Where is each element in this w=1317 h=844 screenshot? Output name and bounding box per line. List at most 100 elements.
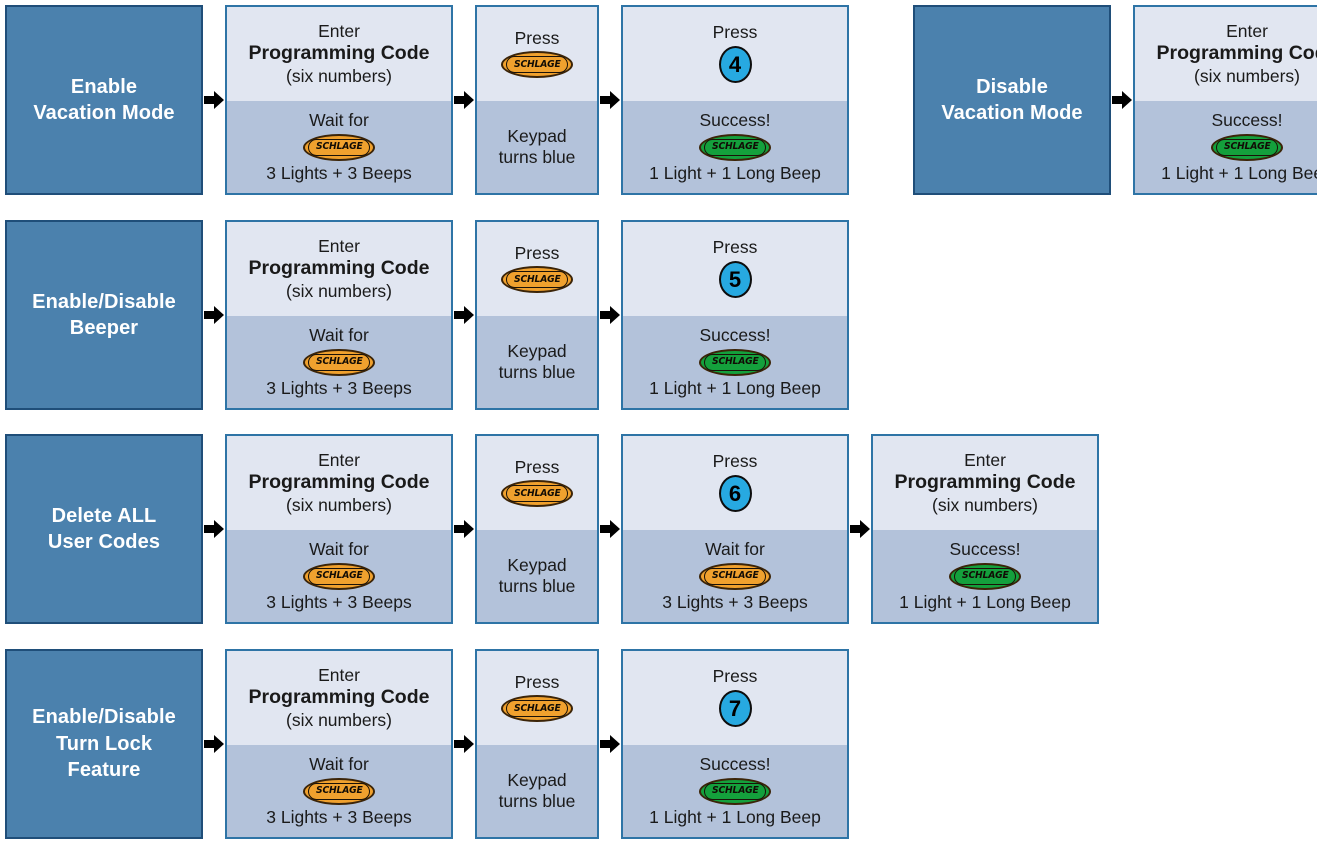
keypad-line-2: turns blue [498, 576, 576, 596]
press-label: Press [712, 450, 758, 471]
schlage-logo-icon: SCHLAGE [699, 777, 771, 805]
schlage-logo-icon: SCHLAGE [501, 266, 573, 294]
schlage-wordmark: SCHLAGE [711, 356, 759, 367]
flow-arrow-2-0 [203, 434, 225, 624]
title-box-label: Delete ALL User Codes [47, 504, 161, 553]
schlage-wordmark: SCHLAGE [513, 273, 561, 285]
bottom-result-label: 1 Light + 1 Long Beep [649, 377, 821, 398]
keypad-number-badge-7[interactable]: 7 [718, 690, 752, 728]
schlage-inner-outline: SCHLAGE [954, 567, 1016, 585]
keypad-number-badge-5[interactable]: 5 [718, 261, 752, 299]
keypad-line-1: Keypad [507, 769, 567, 790]
flow-arrow-1-1 [453, 220, 475, 410]
press-label: Press [514, 456, 560, 477]
programming-code-label: Programming Code [248, 686, 430, 709]
flow-arrow-0-2 [599, 5, 621, 195]
bottom-action-label: Wait for [309, 110, 369, 131]
schlage-inner-outline: SCHLAGE [1216, 138, 1278, 156]
press-label: Press [712, 21, 758, 42]
bottom-result-label: 3 Lights + 3 Beeps [662, 591, 808, 612]
schlage-wordmark: SCHLAGE [315, 141, 363, 152]
schlage-wordmark: SCHLAGE [711, 570, 759, 581]
bottom-result-label: 3 Lights + 3 Beeps [266, 591, 412, 612]
six-numbers-label: (six numbers) [286, 709, 392, 730]
flow-arrow-3-2 [599, 649, 621, 839]
title-box-label: Enable/Disable Turn Lock Feature [32, 706, 176, 782]
programming-code-label: Programming Code [894, 471, 1076, 494]
programming-code-label: Programming Code [248, 471, 430, 494]
bottom-action-label: Success! [699, 325, 771, 346]
schlage-logo-icon: SCHLAGE [303, 777, 375, 805]
keypad-number-badge-4[interactable]: 4 [718, 46, 752, 84]
step-top-half: Press 6 [623, 436, 847, 530]
title-box-delete-all-user-codes[interactable]: Delete ALL User Codes [5, 434, 203, 624]
title-box-disable-vacation-mode[interactable]: Disable Vacation Mode [913, 5, 1111, 195]
programming-code-label: Programming Code [248, 257, 430, 280]
keypad-line-1: Keypad [507, 340, 567, 361]
title-box-enable-disable-beeper[interactable]: Enable/Disable Beeper [5, 220, 203, 410]
bottom-action-label: Success! [949, 539, 1021, 560]
schlage-wordmark: SCHLAGE [513, 487, 561, 499]
flow-arrow-0-1 [453, 5, 475, 195]
six-numbers-label: (six numbers) [932, 494, 1038, 515]
keypad-number-badge-6[interactable]: 6 [718, 475, 752, 513]
bottom-result-label: 3 Lights + 3 Beeps [266, 377, 412, 398]
schlage-inner-outline: SCHLAGE [308, 567, 370, 585]
schlage-logo-icon: SCHLAGE [699, 348, 771, 376]
title-box-enable-disable-turn-lock-feature[interactable]: Enable/Disable Turn Lock Feature [5, 649, 203, 839]
schlage-logo-icon: SCHLAGE [303, 562, 375, 590]
enter-label: Enter [318, 664, 360, 685]
schlage-inner-outline: SCHLAGE [506, 56, 568, 74]
flow-arrow-2-3 [849, 434, 871, 624]
enter-label: Enter [964, 449, 1006, 470]
step-top-half: Press 4 [623, 7, 847, 101]
bottom-result-label: 1 Light + 1 Long Beep [899, 591, 1071, 612]
flow-arrow-1-2 [599, 220, 621, 410]
flow-arrow-1-0 [203, 220, 225, 410]
flow-arrow-0-b0 [1111, 5, 1133, 195]
title-box-enable-vacation-mode[interactable]: Enable Vacation Mode [5, 5, 203, 195]
schlage-wordmark: SCHLAGE [513, 702, 561, 714]
schlage-wordmark: SCHLAGE [1223, 141, 1271, 152]
schlage-logo-icon: SCHLAGE [699, 133, 771, 161]
schlage-wordmark: SCHLAGE [315, 356, 363, 367]
step-bottom-half: Success! SCHLAGE 1 Light + 1 Long Beep [623, 316, 847, 408]
programming-code-label: Programming Code [248, 42, 430, 65]
bottom-action-label: Wait for [309, 325, 369, 346]
programming-code-label: Programming Code [1156, 42, 1317, 65]
keypad-line-2: turns blue [498, 362, 576, 382]
keypad-line-2: turns blue [498, 791, 576, 811]
bottom-result-label: 3 Lights + 3 Beeps [266, 806, 412, 827]
bottom-action-label: Wait for [309, 754, 369, 775]
schlage-inner-outline: SCHLAGE [704, 138, 766, 156]
flow-arrow-3-0 [203, 649, 225, 839]
